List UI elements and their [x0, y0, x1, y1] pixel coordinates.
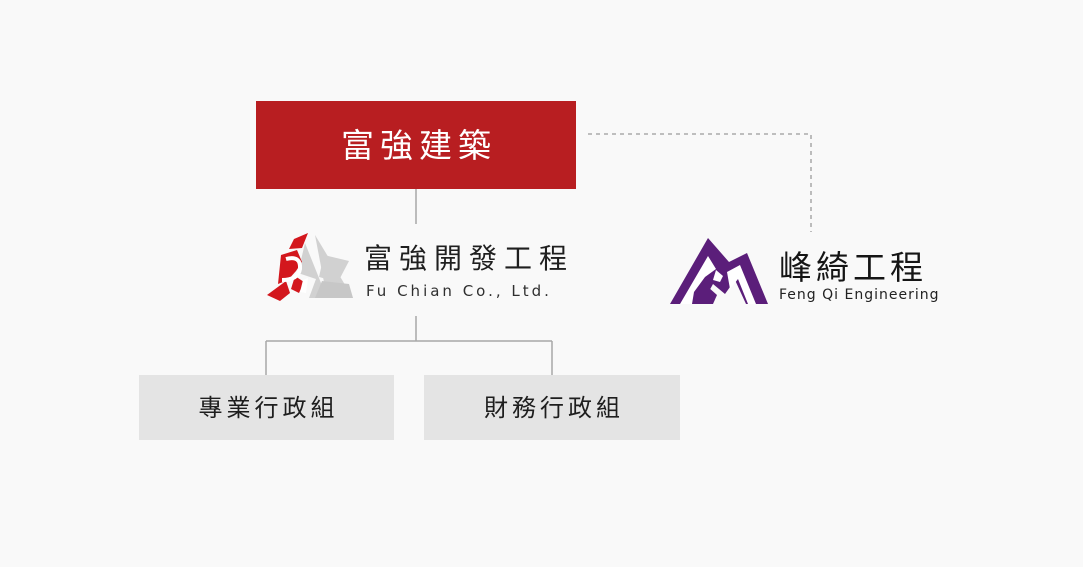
fuchian-name-zh: 富強開發工程	[364, 242, 575, 275]
fengqi-name-zh: 峰綺工程	[779, 248, 927, 287]
fuchian-name-en: Fu Chian Co., Ltd.	[366, 282, 552, 300]
top-company-label: 富強建築	[341, 125, 497, 165]
fengqi-logo: 峰綺工程 Feng Qi Engineering	[670, 236, 970, 308]
department-box-professional-admin: 專業行政組	[139, 375, 394, 440]
fengqi-logo-mark-icon	[670, 238, 768, 304]
fengqi-name-en: Feng Qi Engineering	[779, 287, 940, 303]
department-box-finance-admin: 財務行政組	[424, 375, 680, 440]
department-label: 財務行政組	[484, 393, 624, 422]
department-label: 專業行政組	[198, 393, 339, 422]
fuchian-logo-mark-icon	[267, 233, 353, 301]
top-to-fengqi-dashed-line	[588, 133, 812, 232]
top-company-box: 富強建築	[256, 101, 576, 189]
fuchian-logo: 富強開發工程 Fu Chian Co., Ltd.	[267, 231, 577, 306]
